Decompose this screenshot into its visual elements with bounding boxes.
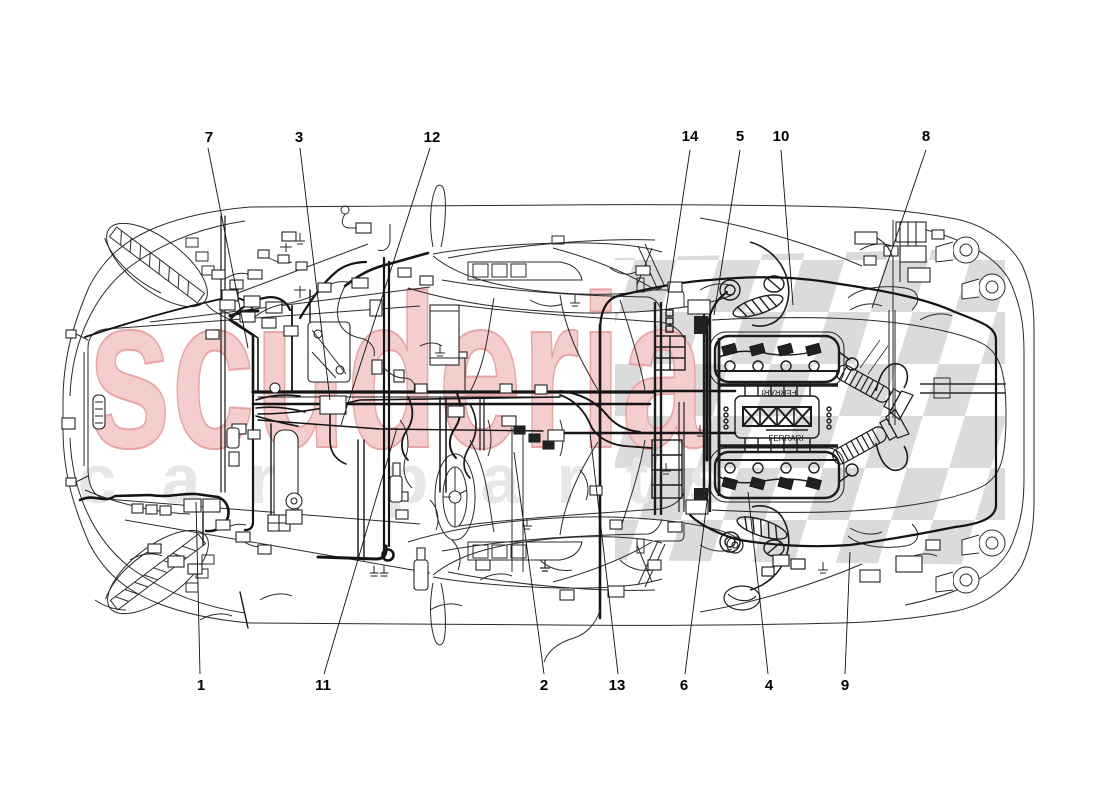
svg-text:10: 10 [773, 128, 790, 145]
svg-text:4: 4 [765, 677, 774, 694]
svg-text:2: 2 [540, 677, 548, 694]
svg-text:a: a [481, 440, 521, 518]
svg-text:FERRARI: FERRARI [761, 388, 796, 397]
svg-text:12: 12 [424, 129, 441, 146]
svg-text:13: 13 [609, 677, 626, 694]
svg-text:r: r [556, 440, 583, 518]
svg-text:11: 11 [315, 677, 331, 694]
svg-text:6: 6 [680, 677, 688, 694]
svg-text:3: 3 [295, 129, 303, 146]
svg-text:9: 9 [841, 677, 849, 694]
svg-text:t: t [625, 440, 648, 518]
svg-text:FERRARI: FERRARI [768, 434, 803, 443]
svg-text:5: 5 [736, 128, 744, 145]
svg-text:1: 1 [197, 677, 205, 694]
svg-text:7: 7 [205, 129, 213, 146]
svg-text:14: 14 [682, 128, 699, 145]
svg-text:c: c [78, 440, 117, 518]
svg-text:8: 8 [922, 128, 930, 145]
